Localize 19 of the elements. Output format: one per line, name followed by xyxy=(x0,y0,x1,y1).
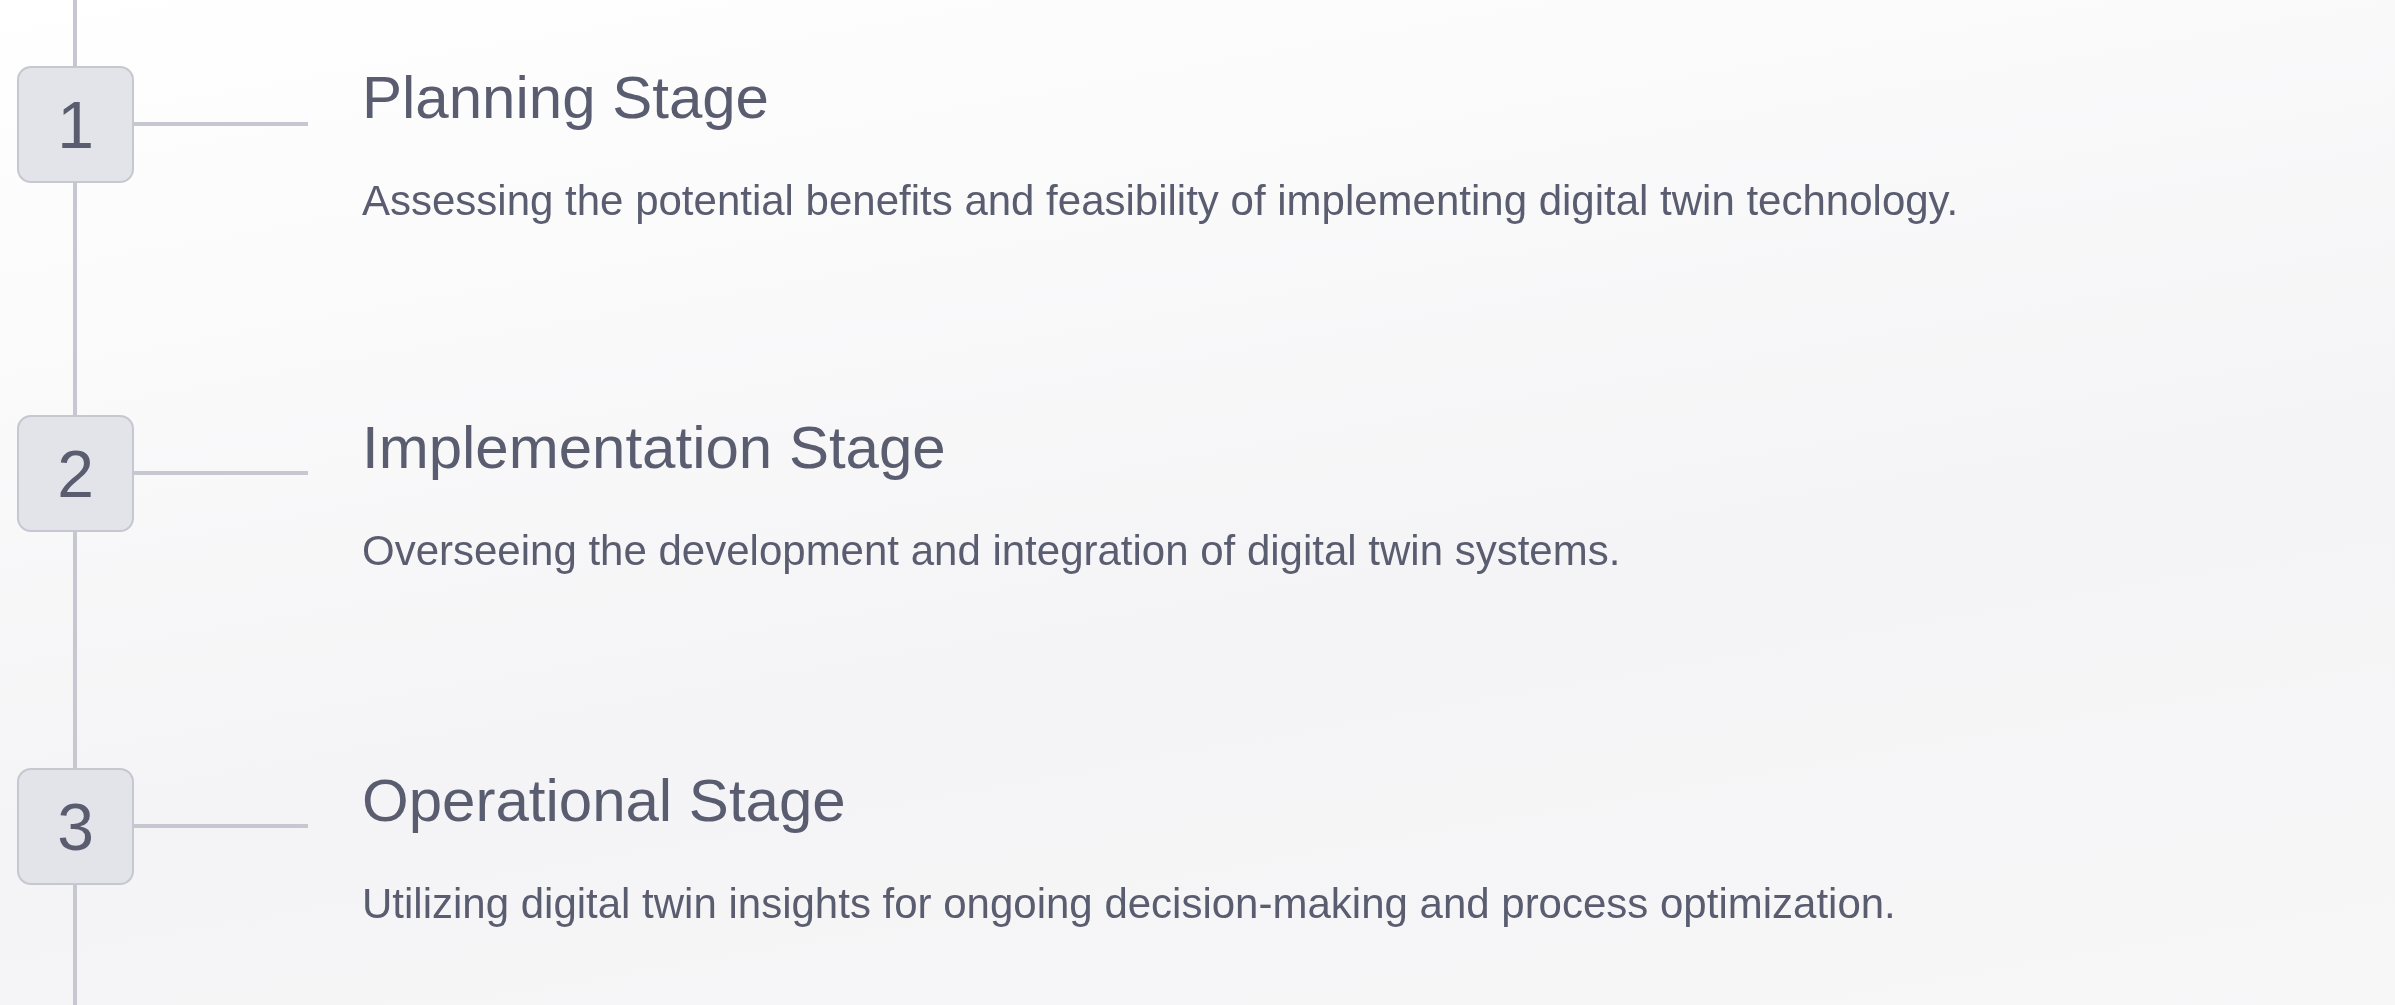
stage-heading: Implementation Stage xyxy=(362,418,947,478)
step-number: 2 xyxy=(57,440,94,507)
timeline-line xyxy=(73,0,77,66)
step-number: 3 xyxy=(57,793,94,860)
step-number: 1 xyxy=(57,91,94,158)
stage-description: Overseeing the development and integration of digital twin systems. xyxy=(362,530,1621,572)
stage-heading: Planning Stage xyxy=(362,68,770,128)
timeline-line xyxy=(73,885,77,1005)
timeline-line xyxy=(73,183,77,415)
connector-line xyxy=(134,122,308,126)
step-number-box xyxy=(17,768,134,885)
stage-heading: Operational Stage xyxy=(362,771,847,831)
timeline-line xyxy=(73,532,77,768)
connector-line xyxy=(134,471,308,475)
connector-line xyxy=(134,824,308,828)
step-number-box xyxy=(17,415,134,532)
stage-description: Assessing the potential benefits and feasibility of implementing digital twin technology. xyxy=(362,180,1959,222)
step-number-box xyxy=(17,66,134,183)
stage-description: Utilizing digital twin insights for ongoing decision-making and process optimization. xyxy=(362,883,1896,925)
